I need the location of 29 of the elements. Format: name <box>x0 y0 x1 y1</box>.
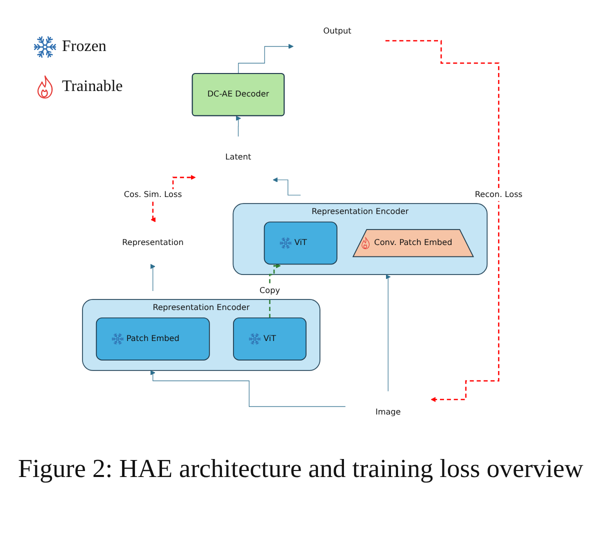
legend-label: Trainable <box>62 78 123 96</box>
dashed-arrow <box>269 263 281 318</box>
caption: Figure 2: HAE architecture and training loss overview <box>18 453 584 485</box>
arrow <box>238 44 294 74</box>
legend-label: Frozen <box>62 38 106 56</box>
text-label: Output <box>323 26 352 36</box>
arrow <box>150 370 346 407</box>
patch-embed-block <box>96 317 210 360</box>
edge-label: Copy <box>260 284 280 298</box>
dashed-arrow <box>384 40 500 402</box>
decoder-box <box>192 73 285 116</box>
panel-title: Representation Encoder <box>152 302 250 314</box>
arrow <box>150 264 156 292</box>
panel-title: Representation Encoder <box>312 206 409 218</box>
arrow <box>272 177 301 196</box>
node-label: DC-AE Decoder <box>207 88 270 101</box>
node-label: Conv. Patch Embed <box>374 237 452 250</box>
vit-block <box>233 317 306 360</box>
arrow <box>386 274 391 392</box>
node-label: ViT <box>294 237 307 250</box>
text-label: Latent <box>225 152 252 162</box>
edge-label: Cos. Sim. Loss <box>124 189 182 202</box>
node-label: Patch Embed <box>126 333 180 346</box>
arrow <box>236 116 241 137</box>
text-label: Representation <box>122 238 184 248</box>
text-label: Image <box>375 407 401 417</box>
vit-block <box>264 222 338 265</box>
node-label: ViT <box>264 333 276 346</box>
edge-label: Recon. Loss <box>474 189 522 202</box>
